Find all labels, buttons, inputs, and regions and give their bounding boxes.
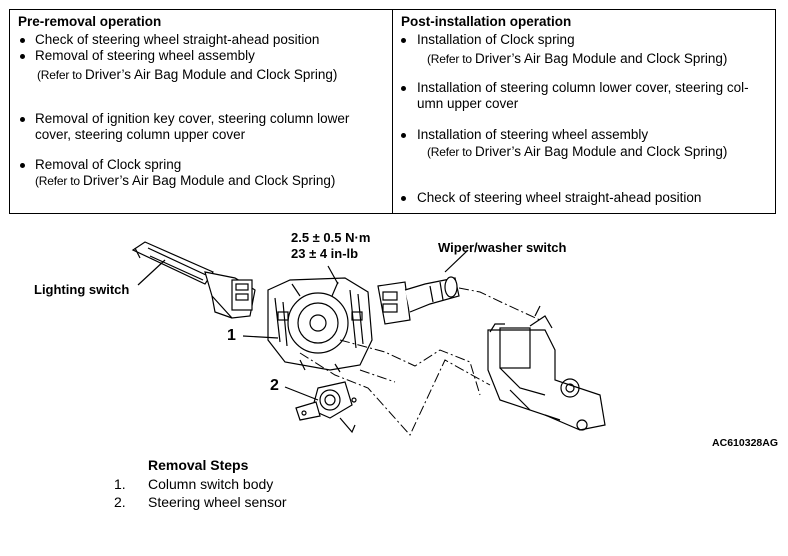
reference-text: Driver’s Air Bag Module and Clock Spring… (85, 67, 338, 82)
bullet-icon (401, 196, 406, 201)
exploded-diagram: 2.5 ± 0.5 N·m 23 ± 4 in-lb Lighting swit… (0, 220, 788, 460)
post-installation-title: Post-installation operation (401, 14, 572, 29)
reference-prefix: (Refer to (427, 52, 476, 66)
bullet-icon (401, 133, 406, 138)
post-item-2-line-1: Installation of steering column lower co… (417, 80, 749, 95)
lighting-leader-line (137, 259, 166, 286)
callout-1-leader (242, 335, 279, 339)
torque-value-nm: 2.5 ± 0.5 N·m (291, 230, 371, 245)
pre-item-2: Removal of steering wheel assembly (35, 48, 255, 63)
bullet-icon (20, 163, 25, 168)
reference-text: Driver’s Air Bag Module and Clock Spring… (475, 51, 728, 66)
step-text: Column switch body (148, 476, 274, 492)
bullet-icon (401, 38, 406, 43)
step-number: 2. (114, 494, 126, 510)
post-item-1: Installation of Clock spring (417, 32, 575, 47)
post-item-3-reference: (Refer to Driver’s Air Bag Module and Cl… (427, 144, 727, 160)
pre-item-4: Removal of Clock spring (35, 157, 182, 172)
reference-prefix: (Refer to (427, 145, 476, 159)
removal-steps-title: Removal Steps (148, 457, 249, 473)
steering-column-part (487, 305, 606, 431)
alignment-lines (299, 287, 541, 436)
steering-wheel-sensor-part (295, 381, 357, 434)
pre-item-1: Check of steering wheel straight-ahead p… (35, 32, 320, 47)
step-text: Steering wheel sensor (148, 494, 287, 510)
bullet-icon (20, 38, 25, 43)
wiper-switch-part (377, 276, 460, 325)
pre-item-3-line-1: Removal of ignition key cover, steering … (35, 111, 350, 126)
step-number: 1. (114, 476, 126, 492)
operations-table: Pre-removal operation Check of steering … (9, 9, 776, 214)
pre-item-4-reference: (Refer to Driver’s Air Bag Module and Cl… (35, 173, 335, 189)
bullet-icon (20, 54, 25, 59)
pre-item-3-line-2: cover, steering column upper cover (35, 127, 246, 142)
lighting-switch-part (131, 241, 256, 319)
column-switch-illustration (131, 241, 606, 436)
lighting-switch-label: Lighting switch (34, 282, 130, 297)
bullet-icon (401, 86, 406, 91)
reference-prefix: (Refer to (37, 68, 86, 82)
pre-item-2-reference: (Refer to Driver’s Air Bag Module and Cl… (37, 67, 337, 83)
wiper-leader-line (444, 250, 468, 273)
callout-2-leader (284, 386, 319, 401)
pre-removal-column: Pre-removal operation Check of steering … (10, 10, 393, 213)
post-installation-column: Post-installation operation Installation… (393, 10, 775, 213)
pre-removal-title: Pre-removal operation (18, 14, 162, 29)
bullet-icon (20, 117, 25, 122)
torque-value-inlb: 23 ± 4 in-lb (291, 246, 359, 261)
wiper-switch-label: Wiper/washer switch (438, 240, 567, 255)
post-item-2-line-2: umn upper cover (417, 96, 519, 111)
reference-prefix: (Refer to (35, 174, 84, 188)
callout-number-1: 1 (227, 327, 236, 344)
figure-id: AC610328AG (712, 437, 778, 449)
column-switch-body-part (267, 277, 373, 373)
post-item-1-reference: (Refer to Driver’s Air Bag Module and Cl… (427, 51, 727, 67)
callout-number-2: 2 (270, 377, 279, 394)
reference-text: Driver’s Air Bag Module and Clock Spring… (475, 144, 728, 159)
reference-text: Driver’s Air Bag Module and Clock Spring… (83, 173, 336, 188)
post-item-3: Installation of steering wheel assembly (417, 127, 649, 142)
post-item-4: Check of steering wheel straight-ahead p… (417, 190, 702, 205)
torque-leader-line (327, 265, 339, 285)
